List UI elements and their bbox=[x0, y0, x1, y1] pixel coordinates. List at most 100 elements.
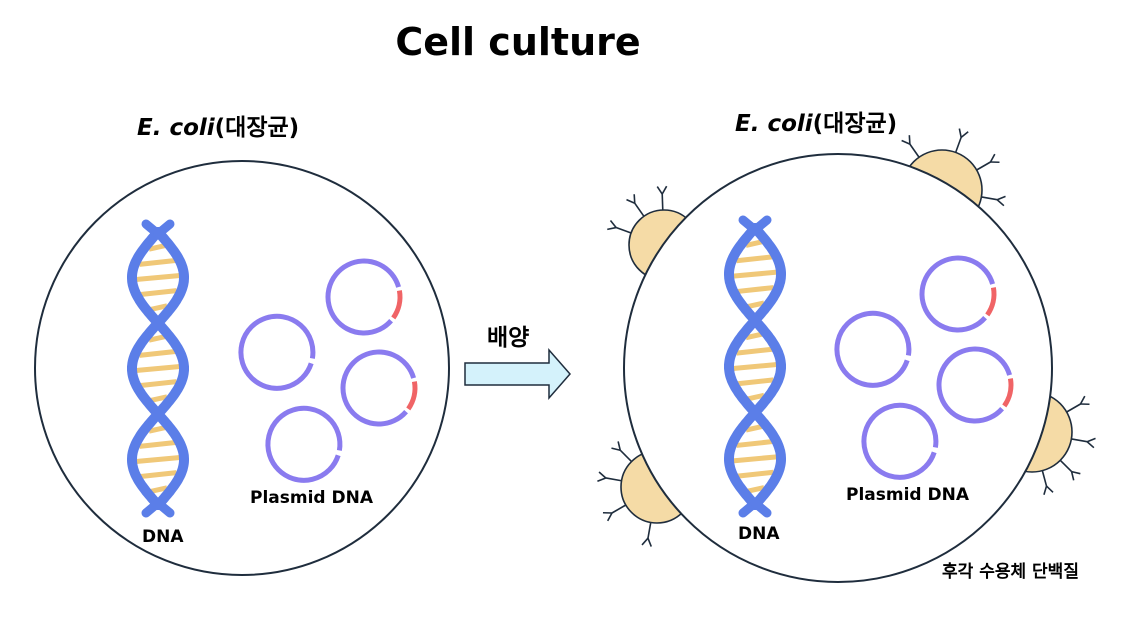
receptor-stem bbox=[981, 196, 998, 201]
dna-base-pair bbox=[736, 346, 774, 356]
plasmid-insert bbox=[391, 290, 403, 320]
left-organism-korean: (대장균) bbox=[214, 115, 300, 141]
receptor-branch bbox=[607, 226, 617, 231]
plasmid-ring bbox=[919, 255, 996, 333]
dna-base-pair bbox=[736, 285, 774, 295]
plasmid-ring bbox=[861, 402, 939, 480]
dna-base-pair bbox=[135, 273, 181, 282]
receptor-branch bbox=[1086, 441, 1095, 449]
plasmid-ring bbox=[834, 310, 912, 388]
dna-end bbox=[153, 219, 175, 239]
receptor-stem bbox=[1041, 470, 1048, 487]
dna-base-pair bbox=[736, 254, 774, 264]
receptor-stem bbox=[619, 449, 633, 463]
right-cell-title: E. coli(대장균) bbox=[735, 104, 897, 138]
receptor-branch bbox=[606, 512, 613, 522]
receptor-stem bbox=[647, 522, 652, 539]
right-organism-korean: (대장균) bbox=[812, 111, 898, 137]
receptor-branch bbox=[1045, 485, 1054, 493]
plasmid-insert bbox=[1002, 378, 1014, 408]
receptor-branch bbox=[656, 186, 663, 195]
receptor-branch bbox=[960, 131, 969, 139]
receptor-branch bbox=[958, 128, 962, 138]
dna-base-pair bbox=[736, 438, 774, 448]
left-dna-label: DNA bbox=[142, 527, 184, 547]
page-title: Cell culture bbox=[395, 20, 641, 64]
receptor-branch bbox=[611, 447, 621, 452]
plasmid-ring bbox=[936, 346, 1013, 424]
dna-base-pair bbox=[732, 269, 778, 279]
plasmid-insert bbox=[985, 287, 997, 317]
receptor-branch bbox=[1079, 395, 1086, 405]
receptor-stem bbox=[1066, 403, 1081, 413]
receptor-protein-label: 후각 수용체 단백질 bbox=[942, 562, 1079, 582]
receptor-branch bbox=[1071, 470, 1081, 475]
receptor-branch bbox=[1070, 471, 1075, 481]
plasmid-insert bbox=[406, 381, 418, 411]
receptor-branch bbox=[647, 537, 653, 547]
left-chromosomal-dna bbox=[127, 219, 189, 518]
receptor-stem bbox=[909, 143, 920, 158]
dna-base-pair bbox=[135, 364, 181, 373]
receptor-stem bbox=[976, 161, 991, 171]
left-organism-name: E. coli bbox=[137, 115, 215, 141]
receptor-branch bbox=[598, 471, 607, 479]
dna-base-pair bbox=[139, 348, 177, 358]
dna-base-pair bbox=[135, 455, 181, 464]
receptor-branch bbox=[626, 198, 636, 204]
dna-base-pair bbox=[139, 257, 177, 267]
culture-arrow bbox=[464, 348, 571, 400]
receptor-branch bbox=[1086, 437, 1096, 443]
receptor-branch bbox=[597, 477, 607, 483]
receptor-branch bbox=[996, 199, 1005, 207]
receptor-stem bbox=[954, 137, 962, 153]
right-plasmid-label: Plasmid DNA bbox=[846, 485, 970, 505]
dna-strand bbox=[127, 227, 189, 510]
dna-base-pair bbox=[139, 288, 177, 298]
dna-base-pair bbox=[139, 379, 177, 389]
receptor-stem bbox=[615, 226, 632, 234]
plasmid-ring bbox=[325, 258, 402, 336]
culture-arrow-label: 배양 bbox=[487, 325, 530, 351]
receptor-stem bbox=[1059, 459, 1073, 473]
receptor-branch bbox=[996, 195, 1006, 201]
dna-strand bbox=[724, 223, 786, 510]
dna-base-pair bbox=[736, 377, 774, 387]
receptor-branch bbox=[989, 153, 996, 163]
dna-end bbox=[153, 498, 175, 518]
right-organism-name: E. coli bbox=[735, 111, 813, 137]
receptor-branch bbox=[641, 537, 649, 546]
dna-base-pair bbox=[139, 470, 177, 480]
receptor-branch bbox=[661, 185, 668, 195]
receptor-stem bbox=[611, 504, 627, 514]
dna-base-pair bbox=[736, 469, 774, 479]
receptor-stem bbox=[634, 202, 645, 217]
receptor-branch bbox=[609, 220, 617, 229]
receptor-branch bbox=[908, 135, 911, 145]
right-chromosomal-dna bbox=[724, 215, 786, 518]
receptor-stem bbox=[605, 477, 622, 482]
dna-base-pair bbox=[732, 362, 778, 371]
right-cell-membrane bbox=[623, 153, 1053, 583]
receptor-branch bbox=[633, 194, 636, 204]
receptor-branch bbox=[901, 139, 911, 145]
plasmid-ring bbox=[238, 313, 316, 391]
dna-strand bbox=[127, 227, 189, 510]
right-plasmids bbox=[834, 255, 1014, 480]
dna-base-pair bbox=[732, 454, 778, 464]
right-dna-label: DNA bbox=[738, 524, 780, 544]
dna-end bbox=[750, 498, 772, 518]
left-plasmid-label: Plasmid DNA bbox=[250, 488, 374, 508]
left-plasmids bbox=[238, 258, 418, 483]
dna-end bbox=[750, 215, 772, 235]
plasmid-ring bbox=[340, 349, 417, 427]
receptor-branch bbox=[617, 441, 622, 451]
left-cell-title: E. coli(대장균) bbox=[137, 108, 299, 142]
dna-strand bbox=[724, 223, 786, 510]
plasmid-ring bbox=[265, 405, 343, 483]
receptor-branch bbox=[1043, 485, 1048, 495]
receptor-stem bbox=[661, 194, 664, 211]
dna-base-pair bbox=[139, 439, 177, 449]
receptor-stem bbox=[1071, 438, 1088, 443]
